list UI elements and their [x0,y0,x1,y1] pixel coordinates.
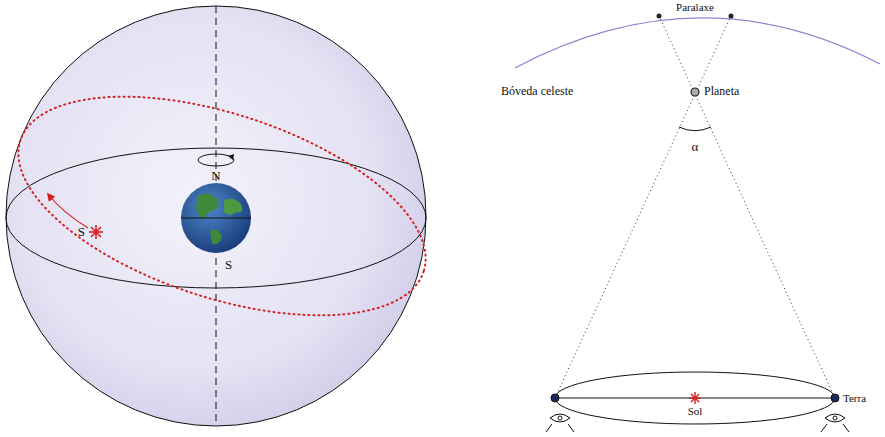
parallax-label: Paralaxe [675,1,715,13]
sun-label: Sol [687,405,704,417]
sun-label: S [77,225,86,239]
parallax-figure [515,14,880,433]
earth [181,183,251,253]
planet-label: Planeta [703,85,740,98]
sun-star [89,225,103,239]
south-pole-label: S [224,258,233,272]
celestial-sphere [0,6,452,426]
celestial-vault-label: Bóveda celeste [500,85,574,98]
earth-label: Terra [842,392,867,404]
angle-label: α [691,140,700,154]
north-pole-label: N [210,169,221,183]
